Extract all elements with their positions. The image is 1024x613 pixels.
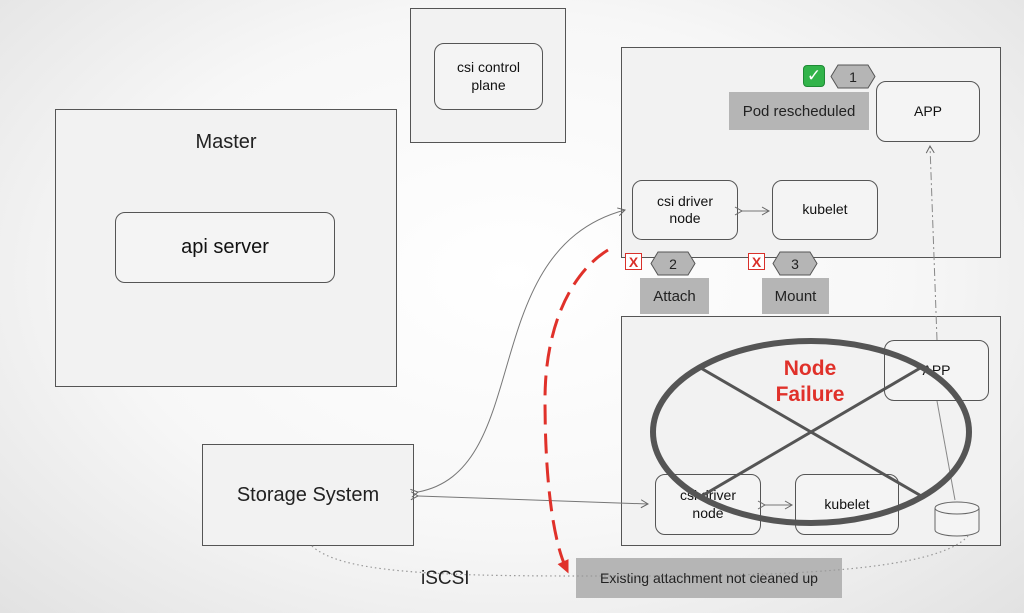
storage-to-failed-csi-connector [410, 491, 650, 509]
hexagon-icon [830, 64, 876, 89]
step-3-badge: 3 [772, 251, 818, 276]
csi-driver-healthy-line1: csi driver [656, 192, 713, 209]
attach-label: Attach [640, 278, 709, 314]
node-failure-line2: Failure [775, 383, 845, 406]
check-icon: ✓ [803, 65, 825, 87]
step-2-badge: 2 [650, 251, 696, 276]
node-failure-title: Node Failure [730, 356, 890, 408]
app-label-healthy: APP [913, 102, 942, 119]
step-1-number: 1 [849, 68, 857, 85]
mount-failed-icon: X [748, 253, 765, 270]
hexagon-icon [772, 251, 818, 276]
attach-failed-icon: X [625, 253, 642, 270]
kubelet-box-failed: kubelet [795, 474, 899, 535]
csi-driver-node-healthy: csi driver node [632, 180, 738, 240]
storage-to-csi-driver-connector [410, 207, 626, 498]
app-box-failed: APP [884, 340, 989, 401]
mount-label: Mount [762, 278, 829, 314]
csi-control-plane-line2: plane [471, 76, 506, 93]
storage-system-box [202, 444, 414, 546]
csi-driver-node-failed: csi driver node [655, 474, 761, 535]
api-server-label: api server [181, 236, 269, 258]
step-1-badge: 1 [830, 64, 876, 89]
storage-system-label: Storage System [236, 484, 380, 506]
csi-driver-failed-line2: node [692, 504, 724, 521]
iscsi-label: iSCSI [421, 568, 470, 589]
kubelet-label-failed: kubelet [824, 495, 870, 512]
step-2-number: 2 [669, 255, 677, 272]
kubelet-box-healthy: kubelet [772, 180, 878, 240]
failed-cleanup-arrow [543, 248, 609, 574]
hexagon-icon [650, 251, 696, 276]
pod-rescheduled-label: Pod rescheduled [729, 92, 869, 130]
csi-control-plane-box: csi control plane [434, 43, 543, 110]
api-server-box: api server [115, 212, 335, 283]
node-failure-line1: Node [783, 357, 837, 380]
app-box-healthy: APP [876, 81, 980, 142]
master-title: Master [195, 131, 257, 153]
csi-control-plane-line1: csi control [456, 59, 521, 75]
csi-driver-healthy-line2: node [669, 210, 701, 226]
kubelet-label-healthy: kubelet [802, 201, 848, 218]
step-3-number: 3 [791, 255, 799, 272]
csi-driver-failed-line1: csi driver [679, 487, 736, 503]
app-label-failed: APP [922, 361, 951, 378]
existing-attachment-label: Existing attachment not cleaned up [576, 558, 842, 598]
